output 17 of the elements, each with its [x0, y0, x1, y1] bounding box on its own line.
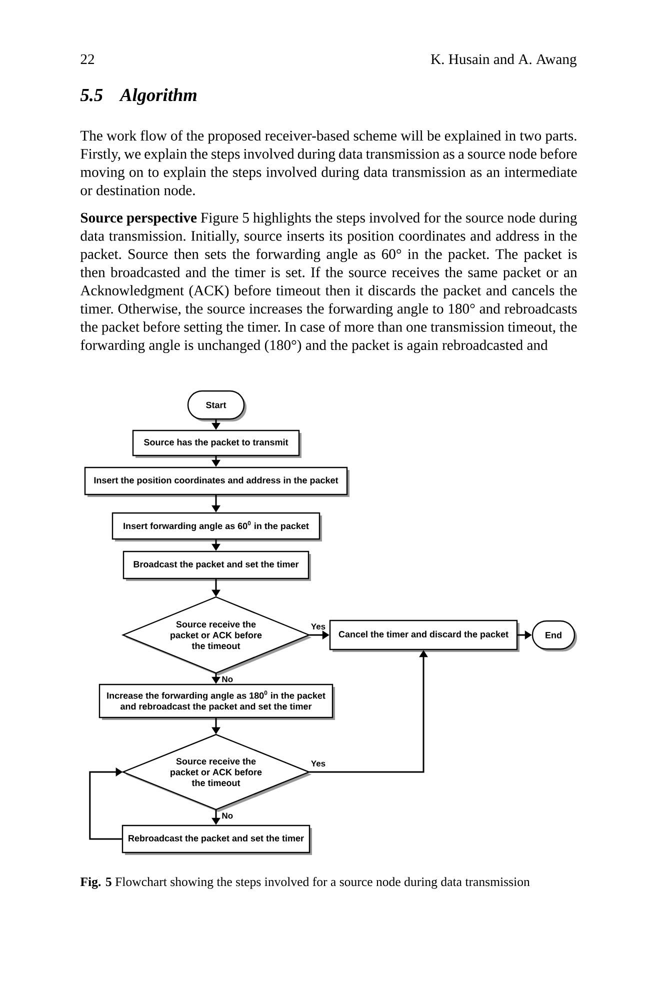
figure-caption: Fig. 5 Flowchart showing the steps involved for a source node during data transmission: [80, 877, 530, 889]
section-heading: 5.5 Algorithm: [80, 88, 196, 105]
body-paragraph: The work flow of the proposed receiver-based scheme will be explained in two parts. Firstly, we explain the steps involved during data transmission as a source node before moving on to explain the steps involved during data transmission as an intermediate or destination node.: [80, 130, 577, 196]
process-box: Source has the packet to transmit: [132, 430, 302, 458]
process-box: Insert the position coordinates and address in the packet: [84, 466, 350, 497]
body-paragraph: Source perspective Figure 5 highlights the steps involved for the source node during data transmission. Initially, source inserts its position coordinates and address in the packet. Source then sets the forwarding angle as 60° in the packet. The packet is then broadcasted and the timer is set. If the source receives the same packet or an Acknowledgment (ACK) before timeout then it discards the packet and cancels the timer. Otherwise, the source increases the forwarding angle to 180° and rebroadcasts the packet before setting the timer. In case of more than one transmission timeout, the forwarding angle is unchanged (180°) and the packet is again rebroadcasted and: [80, 212, 578, 354]
process-box: Increase the forwarding angle as 180$^{0}$ in the packet and rebroadcast the packet and set the timer: [98, 684, 335, 720]
edge-label: Yes: [310, 760, 326, 767]
edge-label: Yes: [310, 623, 326, 630]
edge-label: No: [221, 812, 234, 820]
process-box: Cancel the timer and discard the packet: [329, 620, 520, 652]
running-head: K. Husain and A. Awang: [430, 54, 577, 68]
process-box: Broadcast the packet and set the timer: [122, 550, 311, 581]
process-box: Insert forwarding angle as 60$^{0}$ in the packet: [112, 512, 322, 542]
page-number: 22: [80, 54, 94, 64]
edge-label: No: [221, 676, 234, 683]
process-box: Rebroadcast the packet and set the timer: [122, 824, 312, 855]
